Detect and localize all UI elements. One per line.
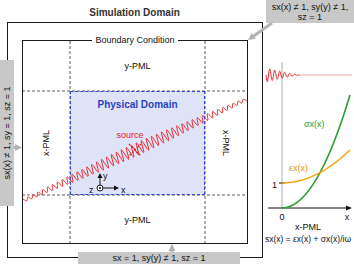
pml-band: x-PML: [205, 91, 248, 195]
pml-band: y-PML: [70, 40, 205, 91]
wave-packet-path: [23, 99, 248, 201]
formula: sx(x) = εx(x) + σx(x)/iω: [265, 234, 351, 244]
callout-arrow: [14, 146, 15, 149]
region-label: Physical Domain: [97, 99, 177, 111]
callout-text: sx(x) ≠ 1, sy = 1, sz = 1: [2, 87, 12, 180]
physical-domain-fill: [70, 91, 205, 195]
sigma-curve: [282, 95, 350, 208]
source-label: source: [115, 130, 144, 140]
callout-text: sx = 1, sy(y) ≠ 1, sz = 1: [113, 253, 206, 263]
axis-label: z: [89, 185, 94, 195]
plot-caption: x-PML: [295, 222, 321, 232]
epsilon-curve: [282, 150, 350, 183]
callout-box: sx(x) ≠ 1, sy(y) ≠ 1, sz = 1: [266, 0, 354, 23]
physical-domain: Physical Domain: [70, 91, 205, 195]
axis-label: y: [103, 171, 108, 181]
plot-axis: [282, 62, 283, 208]
diagram-title: Simulation Domain: [89, 7, 180, 18]
callout-arrow: [254, 23, 272, 36]
axis-arrowhead: [114, 186, 119, 191]
damped-wave-path: [266, 69, 300, 82]
z-axis-dot: [99, 187, 101, 189]
callout-box: sx = 1, sy(y) ≠ 1, sz = 1: [78, 252, 240, 264]
plot-axis: [268, 208, 347, 209]
axis-arrowhead: [346, 206, 352, 211]
damped-wave-tail: [300, 75, 352, 76]
axis-label: x: [121, 185, 126, 195]
region-label: y-PML: [124, 215, 150, 225]
curve-label: εx(x): [289, 163, 308, 173]
callout-box: sx(x) ≠ 1, sy = 1, sz = 1: [0, 60, 14, 206]
axis-label: x: [345, 212, 350, 222]
curve-label: σx(x): [304, 119, 325, 129]
callout-text: sx(x) ≠ 1, sy(y) ≠ 1, sz = 1: [269, 2, 351, 22]
z-axis-symbol: [97, 185, 103, 191]
axis-value: 1: [272, 180, 277, 190]
wave-packet: [23, 99, 248, 201]
boundary-frame: Boundary Conditiony-PMLx-PMLPhysical Dom…: [22, 40, 248, 244]
region-label: y-PML: [124, 61, 150, 71]
axis-arrowhead: [98, 173, 103, 178]
region-label: x-PML: [41, 130, 51, 156]
source-cross: [129, 144, 141, 156]
damped-wave: [266, 69, 300, 82]
region-label: x-PML: [221, 130, 231, 156]
source-cross: [129, 144, 141, 156]
region-label: Boundary Condition: [92, 34, 177, 46]
simulation-frame: [8, 23, 263, 258]
pml-band: x-PML: [22, 91, 70, 195]
axis-value: 0: [279, 212, 284, 222]
pml-band: y-PML: [70, 195, 205, 244]
